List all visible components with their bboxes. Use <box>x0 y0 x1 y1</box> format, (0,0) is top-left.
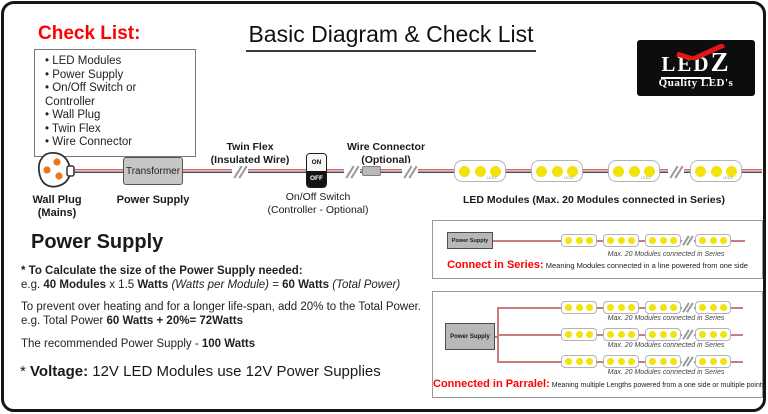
parallel-label-line: Connected in Parralel: Meaning multiple … <box>433 378 766 390</box>
logo-z-text: Z <box>710 47 731 77</box>
check-list-item: Power Supply <box>45 69 187 83</box>
led-module-mini <box>695 234 731 247</box>
wire-break-icon <box>232 163 248 181</box>
led-modules-label: LED Modules (Max. 20 Modules connected i… <box>463 194 725 206</box>
led-module-mini <box>645 328 681 341</box>
wire-break-icon <box>668 163 684 181</box>
led-dot <box>628 165 640 177</box>
wire-break-icon <box>682 328 694 341</box>
wire-break-icon <box>682 234 694 247</box>
check-list-item: LED Modules <box>45 55 187 69</box>
led-dot <box>551 165 563 177</box>
wall-plug-icon <box>37 151 75 188</box>
led-dot <box>725 165 737 177</box>
led-dot <box>695 165 707 177</box>
led-dot <box>474 165 486 177</box>
wire-break-icon <box>682 301 694 314</box>
led-module: LEDZ <box>454 160 506 182</box>
wire-break-icon <box>402 163 418 181</box>
led-module: LEDZ <box>531 160 583 182</box>
mini-power-supply: Power Supply <box>447 232 493 249</box>
transformer-box: Transformer <box>123 157 183 185</box>
logo-check-icon <box>676 44 726 60</box>
check-list-item: Wall Plug <box>45 109 187 123</box>
recommended-line: The recommended Power Supply - 100 Watts <box>21 338 256 350</box>
switch-on-half: ON <box>307 154 326 171</box>
wire-break-icon <box>682 355 694 368</box>
led-module-mini <box>561 234 597 247</box>
led-module-mini <box>645 234 681 247</box>
module-brand-text: LEDZ <box>722 175 733 180</box>
led-module: LEDZ <box>690 160 742 182</box>
logo-brand: LEDZ <box>661 44 730 79</box>
wire-connector-icon <box>362 166 381 176</box>
ledz-logo: LEDZ Quality LED's <box>637 40 755 96</box>
led-module-mini <box>561 328 597 341</box>
voltage-line: * Voltage: 12V LED Modules use 12V Power… <box>20 363 381 380</box>
led-dot <box>566 165 578 177</box>
series-caption: Max. 20 Modules connected in Series <box>607 251 725 258</box>
led-module-mini <box>645 355 681 368</box>
power-supply-label: Power Supply <box>116 194 190 206</box>
overheat-line: To prevent over heating and for a longer… <box>21 301 421 313</box>
led-dot <box>613 165 625 177</box>
led-dot <box>489 165 501 177</box>
module-brand-text: LEDZ <box>563 175 574 180</box>
switch-label: On/Off Switch (Controller - Optional) <box>267 191 369 216</box>
page-title: Basic Diagram & Check List <box>236 21 546 52</box>
check-list-box: LED Modules Power Supply On/Off Switch o… <box>34 49 196 157</box>
total-power-line: e.g. Total Power 60 Watts + 20%= 72Watts <box>21 315 244 327</box>
logo-tagline: Quality LED's <box>658 77 734 89</box>
wire-connector-label: Wire Connector (Optional) <box>346 141 426 166</box>
led-module-mini <box>603 328 639 341</box>
led-module-mini <box>561 355 597 368</box>
on-off-switch-icon: ON OFF <box>306 153 327 188</box>
led-module-mini <box>645 301 681 314</box>
parallel-caption: Max. 20 Modules connected in Series <box>607 342 725 349</box>
check-list-item: Twin Flex <box>45 123 187 137</box>
check-list-item: Wire Connector <box>45 136 187 150</box>
wire-break-icon <box>344 163 360 181</box>
led-module-mini <box>695 328 731 341</box>
wall-plug-label: Wall Plug (Mains) <box>32 194 82 219</box>
parallel-diagram-box: Power Supply Max. 20 Modules connected i… <box>432 291 763 398</box>
check-list-item: On/Off Switch or Controller <box>45 82 187 109</box>
led-dot <box>536 165 548 177</box>
led-module-mini <box>603 355 639 368</box>
series-diagram-box: Power Supply Max. 20 Modules connected i… <box>432 220 763 279</box>
led-module: LEDZ <box>608 160 660 182</box>
switch-off-half: OFF <box>307 170 326 187</box>
twin-flex-label: Twin Flex (Insulated Wire) <box>210 141 290 166</box>
led-module-mini <box>603 301 639 314</box>
led-dot <box>643 165 655 177</box>
led-module-mini <box>695 301 731 314</box>
module-brand-text: LEDZ <box>640 175 651 180</box>
calc-example-line: e.g. 40 Modules x 1.5 Watts (Watts per M… <box>21 279 401 291</box>
parallel-caption: Max. 20 Modules connected in Series <box>607 315 725 322</box>
led-module-mini <box>695 355 731 368</box>
mini-power-supply: Power Supply <box>445 323 495 350</box>
led-dot <box>459 165 471 177</box>
power-supply-heading: Power Supply <box>31 231 164 253</box>
led-module-mini <box>603 234 639 247</box>
module-brand-text: LEDZ <box>486 175 497 180</box>
led-dot <box>710 165 722 177</box>
check-list-title: Check List: <box>38 23 141 44</box>
series-label-line: Connect in Series: Meaning Modules conne… <box>447 259 748 271</box>
led-module-mini <box>561 301 597 314</box>
parallel-caption: Max. 20 Modules connected in Series <box>607 369 725 376</box>
calc-title-line: * To Calculate the size of the Power Sup… <box>21 265 303 277</box>
